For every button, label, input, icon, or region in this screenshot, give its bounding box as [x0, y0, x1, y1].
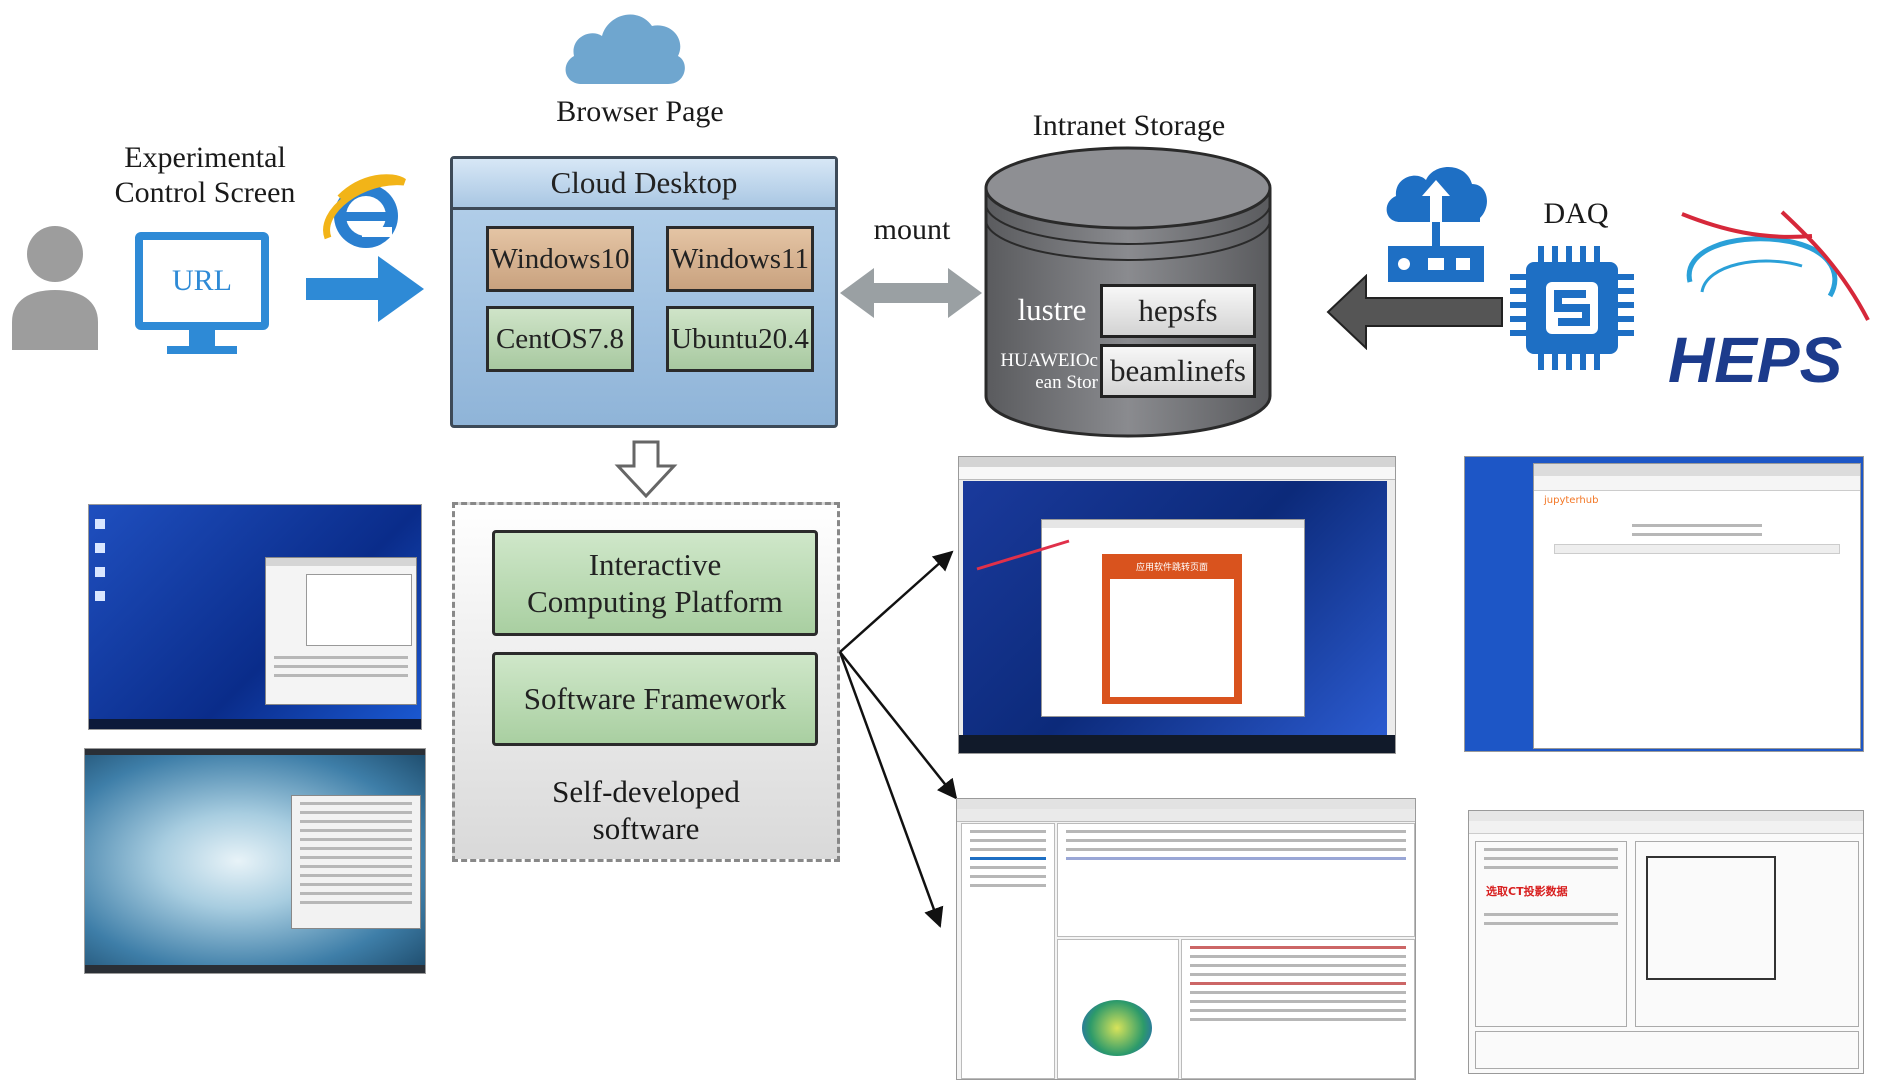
down-arrow: [614, 440, 678, 498]
os-option-windows11[interactable]: Windows11: [666, 226, 814, 292]
upload-cloud-icon: [1386, 166, 1487, 282]
intranet-storage-label: Intranet Storage: [1032, 109, 1226, 142]
centos-desktop-screenshot: [84, 748, 426, 974]
experimental-control-screen-label: Experimental Control Screen: [114, 141, 296, 210]
daq-to-storage-arrow: [1326, 274, 1503, 350]
jupyterhub-logo: jupyterhub: [1544, 495, 1599, 506]
browser-page-label: Browser Page: [556, 95, 724, 128]
python-ide-screenshot: [956, 798, 1416, 1080]
web-app-title: 应用软件跳转页面: [1135, 563, 1208, 573]
os-option-windows10[interactable]: Windows10: [486, 226, 634, 292]
windows-desktop-screenshot: [88, 504, 422, 730]
huawei-oceanstor-label: HUAWEIOc ean Stor: [1000, 350, 1098, 394]
mount-label: mount: [873, 213, 951, 246]
hepsfs-label: hepsfs: [1138, 293, 1218, 328]
ct-select-label: 选取CT投影数据: [1486, 885, 1568, 898]
ct-data-app-screenshot: 选取CT投影数据: [1468, 810, 1864, 1074]
self-developed-software-label: Self-developed software: [552, 774, 740, 846]
url-label: URL: [172, 264, 232, 297]
daq-label: DAQ: [1543, 197, 1609, 230]
beamlinefs-label: beamlinefs: [1109, 353, 1246, 388]
mount-double-arrow: [840, 268, 982, 318]
monitor-icon: URL: [135, 232, 269, 360]
web-app-screenshot: 应用软件跳转页面: [958, 456, 1396, 754]
heps-logo: HEPS: [1668, 210, 1870, 394]
cloud-desktop-title: Cloud Desktop: [550, 165, 738, 200]
forward-arrow: [306, 256, 424, 322]
heps-logo-text: HEPS: [1668, 324, 1843, 394]
beamlinefs-box: beamlinefs: [1100, 344, 1256, 398]
interactive-computing-platform-box[interactable]: Interactive Computing Platform: [492, 530, 818, 636]
software-framework-box[interactable]: Software Framework: [492, 652, 818, 746]
chip-icon: [1510, 246, 1634, 370]
lustre-label: lustre: [1017, 292, 1087, 327]
jupyterhub-screenshot: jupyterhub: [1464, 456, 1864, 752]
ie-browser-icon: [323, 174, 406, 248]
connector-arrows: [838, 550, 958, 928]
hepsfs-box: hepsfs: [1100, 284, 1256, 338]
cloud-desktop-panel: Cloud Desktop: [450, 156, 838, 428]
os-option-ubuntu[interactable]: Ubuntu20.4: [666, 306, 814, 372]
cloud-icon: [565, 14, 685, 84]
os-option-centos[interactable]: CentOS7.8: [486, 306, 634, 372]
user-icon: [12, 226, 98, 350]
